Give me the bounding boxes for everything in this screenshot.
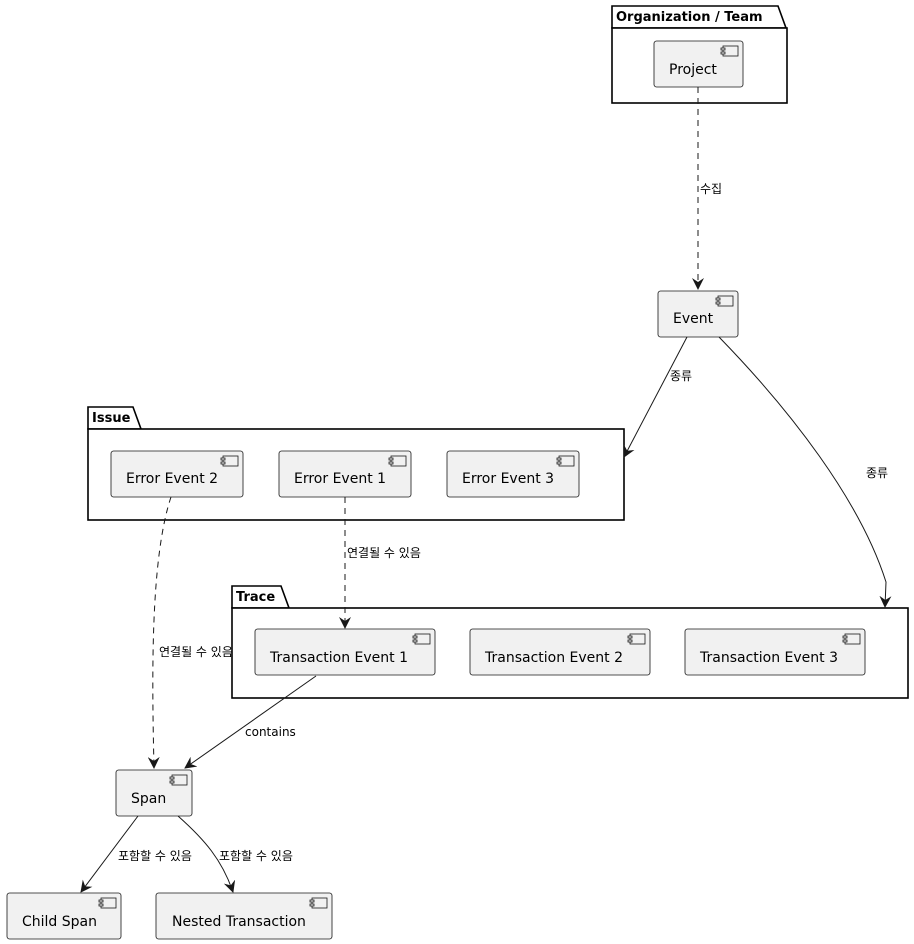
- component-span[interactable]: Span: [115, 769, 193, 817]
- edge-error1-transaction1: 연결될 수 있음: [339, 497, 421, 629]
- component-label-transaction-event-3: Transaction Event 3: [699, 650, 838, 666]
- edge-span-nested-transaction: 포함할 수 있음: [177, 815, 293, 893]
- component-project[interactable]: Project: [653, 40, 744, 88]
- component-label-project: Project: [669, 62, 717, 78]
- component-label-nested-transaction: Nested Transaction: [172, 914, 306, 930]
- component-child-span[interactable]: Child Span: [6, 892, 122, 940]
- component-label-error-event-1: Error Event 1: [294, 471, 386, 487]
- edge-span-child-span: 포함할 수 있음: [80, 815, 192, 893]
- package-title-organization-team: Organization / Team: [616, 10, 763, 25]
- component-label-event: Event: [673, 311, 714, 327]
- component-transaction-event-2[interactable]: Transaction Event 2: [469, 628, 651, 676]
- edge-label-collect: 수집: [700, 182, 722, 196]
- edge-label-span-nested: 포함할 수 있음: [219, 849, 293, 863]
- component-icon: [842, 633, 861, 645]
- edge-label-error2-link: 연결될 수 있음: [159, 645, 233, 659]
- component-icon: [715, 295, 734, 307]
- component-transaction-event-1[interactable]: Transaction Event 1: [254, 628, 436, 676]
- edge-label-error1-link: 연결될 수 있음: [347, 546, 421, 560]
- component-icon: [412, 633, 431, 645]
- edge-error2-span: 연결될 수 있음: [147, 496, 233, 769]
- component-icon: [627, 633, 646, 645]
- component-icon: [98, 897, 117, 909]
- component-transaction-event-3[interactable]: Transaction Event 3: [684, 628, 866, 676]
- package-title-issue: Issue: [92, 411, 131, 426]
- edge-label-span-child: 포함할 수 있음: [118, 849, 192, 863]
- edge-transaction1-span: contains: [184, 675, 317, 769]
- component-error-event-3[interactable]: Error Event 3: [446, 450, 580, 498]
- edge-event-trace: 종류: [718, 336, 892, 608]
- component-label-transaction-event-1: Transaction Event 1: [269, 650, 408, 666]
- component-label-child-span: Child Span: [22, 914, 97, 930]
- component-icon: [556, 455, 575, 467]
- component-nested-transaction[interactable]: Nested Transaction: [155, 892, 333, 940]
- component-icon: [169, 774, 188, 786]
- edge-project-event: 수집: [692, 87, 722, 290]
- component-icon: [220, 455, 239, 467]
- component-error-event-2[interactable]: Error Event 2: [110, 450, 244, 498]
- component-icon: [309, 897, 328, 909]
- component-label-span: Span: [131, 791, 166, 807]
- component-icon: [388, 455, 407, 467]
- component-error-event-1[interactable]: Error Event 1: [278, 450, 412, 498]
- component-label-error-event-3: Error Event 3: [462, 471, 554, 487]
- package-title-trace: Trace: [236, 590, 275, 605]
- component-icon: [720, 45, 739, 57]
- edge-label-kind-trace: 종류: [866, 466, 888, 480]
- component-label-error-event-2: Error Event 2: [126, 471, 218, 487]
- component-event[interactable]: Event: [657, 290, 739, 338]
- edge-event-issue: 종류: [623, 336, 692, 458]
- edge-label-contains: contains: [245, 725, 296, 739]
- component-label-transaction-event-2: Transaction Event 2: [484, 650, 623, 666]
- edge-label-kind-issue: 종류: [670, 369, 692, 383]
